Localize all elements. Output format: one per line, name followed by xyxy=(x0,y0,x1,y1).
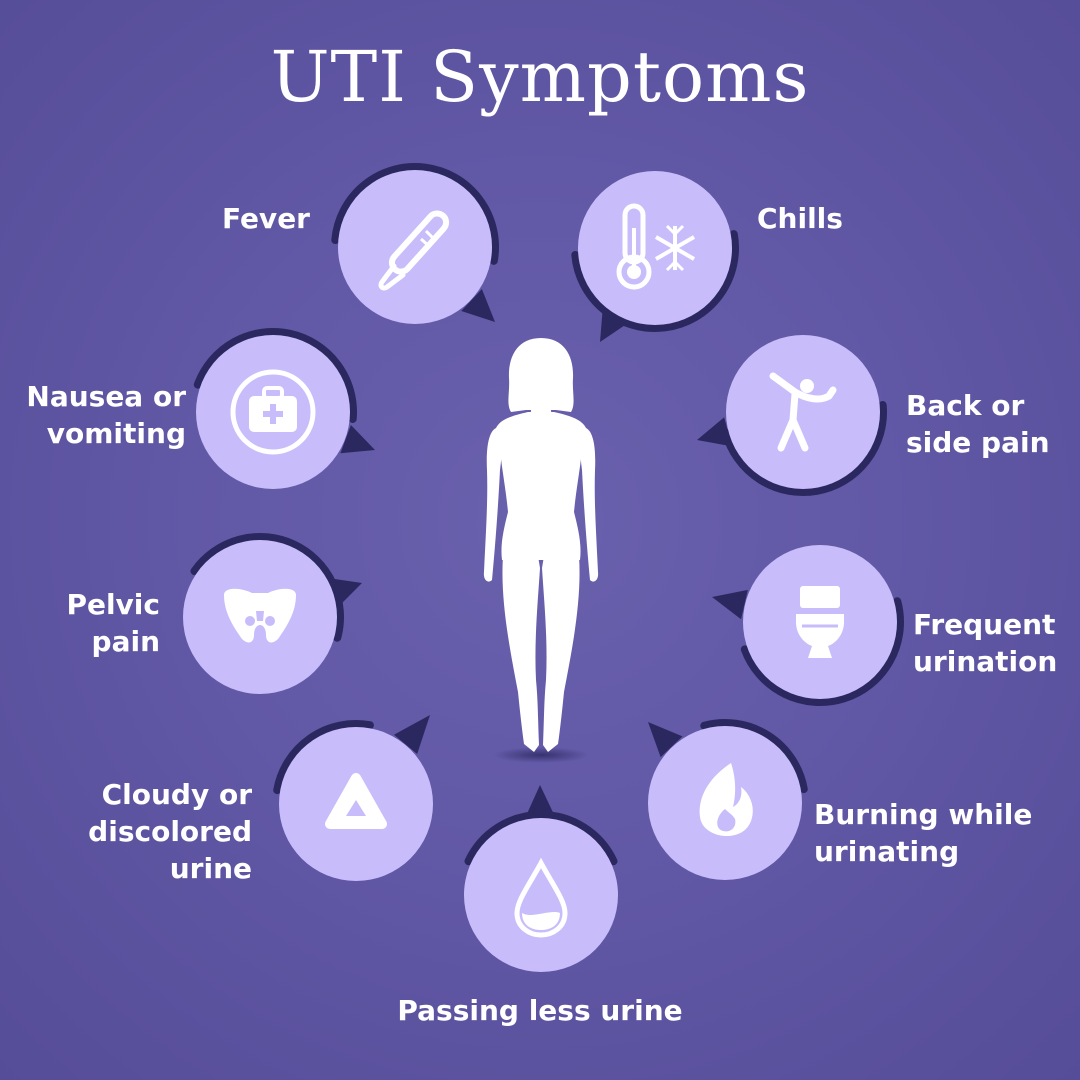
page-title: UTI Symptoms xyxy=(270,36,810,118)
label-back-or-side-pain: Back or side pain xyxy=(906,389,1050,459)
symptom-node-less-urine xyxy=(464,785,618,972)
female-body-silhouette xyxy=(483,338,599,763)
flame-icon xyxy=(699,763,753,837)
label-nausea-or-vomiting: Nausea or vomiting xyxy=(26,380,186,450)
symptom-node-frequent-urination xyxy=(712,545,904,706)
speech-pointer xyxy=(648,722,683,758)
symptom-node-cloudy-urine xyxy=(273,715,433,881)
speech-pointer xyxy=(393,715,430,755)
symptom-node-back-pain xyxy=(697,335,887,496)
symptom-node-fever xyxy=(331,163,499,324)
speech-pointer xyxy=(525,785,556,818)
toilet-icon xyxy=(796,586,844,658)
label-burning-while-urinating: Burning while urinating xyxy=(814,798,1033,868)
symptom-node-pelvic-pain xyxy=(183,533,362,694)
speech-pointer xyxy=(340,424,375,454)
ring-arc xyxy=(190,533,344,642)
label-passing-less-urine: Passing less urine xyxy=(397,994,683,1027)
symptom-node-burning xyxy=(648,719,808,880)
ring-arc xyxy=(464,811,618,866)
ring-arc xyxy=(740,597,904,706)
symptom-circle xyxy=(578,171,732,325)
speech-pointer xyxy=(697,417,732,447)
ring-arc xyxy=(700,719,808,794)
label-chills: Chills xyxy=(757,202,843,235)
thermometer-icon xyxy=(378,210,450,291)
first-aid-kit-icon xyxy=(230,369,316,455)
speech-pointer xyxy=(712,589,748,620)
droplet-icon xyxy=(514,857,568,938)
symptom-circle xyxy=(726,335,880,489)
label-fever: Fever xyxy=(221,202,310,235)
symptom-circle xyxy=(338,170,492,324)
ring-arc xyxy=(193,328,357,423)
ring-arc xyxy=(721,401,887,496)
speech-pointer xyxy=(461,289,495,322)
ring-arc xyxy=(571,230,739,332)
symptom-node-chills xyxy=(571,171,739,342)
symptom-circle xyxy=(464,818,618,972)
cold-thermometer-snowflake-icon xyxy=(616,203,696,290)
bending-person-icon xyxy=(769,372,837,452)
label-pelvic-pain: Pelvic pain xyxy=(66,588,160,658)
label-cloudy-or-discolored-urine: Cloudy or discolored urine xyxy=(88,778,252,885)
ring-arc xyxy=(273,720,374,795)
label-frequent-urination: Frequent urination xyxy=(913,608,1058,678)
ring-arc xyxy=(331,163,499,265)
warning-triangle-icon xyxy=(325,773,387,829)
symptom-node-nausea xyxy=(193,328,375,489)
pelvis-icon xyxy=(224,588,296,643)
